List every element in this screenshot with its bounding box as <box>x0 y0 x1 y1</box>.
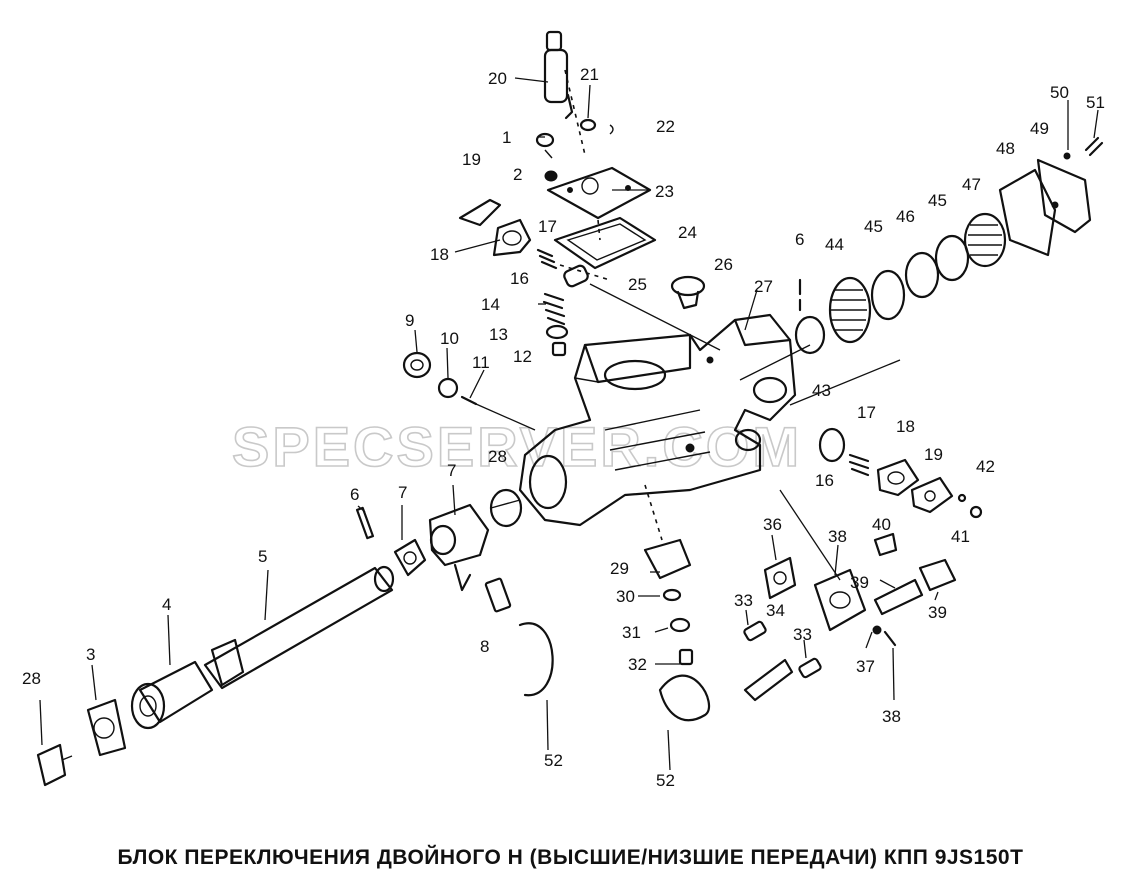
callout-26: 26 <box>714 255 733 274</box>
callout-38: 38 <box>882 707 901 726</box>
callout-33-b: 33 <box>793 625 812 644</box>
callout-3: 3 <box>86 645 95 664</box>
callout-36: 38 <box>828 527 847 546</box>
callout-6-right: 6 <box>795 230 804 249</box>
callout-9: 8 <box>480 637 489 656</box>
callout-16-right: 16 <box>815 471 834 490</box>
callout-37: 37 <box>856 657 875 676</box>
callout-52-right: 52 <box>656 771 675 790</box>
callout-46: 46 <box>896 207 915 226</box>
callout-24: 24 <box>678 223 697 242</box>
left-side-parts <box>355 351 536 613</box>
callout-16-top: 16 <box>510 269 529 288</box>
callout-28-left: 28 <box>22 669 41 688</box>
callout-13: 12 <box>513 347 532 366</box>
callout-31: 31 <box>622 623 641 642</box>
lower-right-parts <box>518 427 983 722</box>
callout-28-mid: 28 <box>488 447 507 466</box>
shaft-assembly <box>36 565 395 787</box>
callout-30: 30 <box>616 587 635 606</box>
callout-14: 13 <box>489 325 508 344</box>
watermark: SPECSERVER.COM <box>232 415 802 478</box>
callout-47: 47 <box>962 175 981 194</box>
callout-33-a: 33 <box>734 591 753 610</box>
callout-40: 40 <box>872 515 891 534</box>
callout-51: 51 <box>1086 93 1105 112</box>
callout-21: 21 <box>580 65 599 84</box>
callout-43: 43 <box>812 381 831 400</box>
shift-housing <box>518 313 797 527</box>
callout-27: 27 <box>754 277 773 296</box>
callout-48: 48 <box>996 139 1015 158</box>
callout-45-b: 45 <box>928 191 947 210</box>
callout-29: 29 <box>610 559 629 578</box>
callout-45-a: 45 <box>864 217 883 236</box>
callout-2: 2 <box>513 165 522 184</box>
callout-8: 7 <box>447 461 456 480</box>
callout-12: 11 <box>472 353 490 372</box>
top-cover-parts <box>543 30 721 351</box>
callout-18-top: 18 <box>430 245 449 264</box>
callout-25: 25 <box>628 275 647 294</box>
callout-leaders <box>39 77 1099 771</box>
callout-50: 50 <box>1050 83 1069 102</box>
callout-19-top: 19 <box>462 150 481 169</box>
callout-34: 34 <box>766 601 785 620</box>
callout-17-top: 17 <box>538 217 557 236</box>
callout-5: 5 <box>258 547 267 566</box>
callout-18-right: 18 <box>896 417 915 436</box>
callout-19-right: 19 <box>924 445 943 464</box>
callout-52-left: 52 <box>544 751 563 770</box>
callout-44: 44 <box>825 235 844 254</box>
callout-39-a: 39 <box>850 573 869 592</box>
callout-39-b: 39 <box>928 603 947 622</box>
callout-35: 36 <box>763 515 782 534</box>
callout-numbers: 20 21 22 1 19 2 23 17 24 18 25 26 16 27 … <box>22 65 1105 790</box>
right-side-stack <box>789 136 1104 406</box>
callout-7: 7 <box>398 483 407 502</box>
callout-15: 14 <box>481 295 500 314</box>
upper-left-parts <box>458 132 611 357</box>
callout-23: 23 <box>655 182 674 201</box>
callout-4: 4 <box>162 595 171 614</box>
callout-32: 32 <box>628 655 647 674</box>
diagram-caption: БЛОК ПЕРЕКЛЮЧЕНИЯ ДВОЙНОГО H (ВЫСШИЕ/НИЗ… <box>117 846 1024 869</box>
callout-11: 10 <box>440 329 459 348</box>
callout-49: 49 <box>1030 119 1049 138</box>
callout-41: 41 <box>951 527 970 546</box>
callout-42: 42 <box>976 457 995 476</box>
callout-6-left: 6 <box>350 485 359 504</box>
callout-22: 22 <box>656 117 675 136</box>
callout-1: 1 <box>502 128 511 147</box>
callout-10: 9 <box>405 311 414 330</box>
callout-20: 20 <box>488 69 507 88</box>
callout-17-right: 17 <box>857 403 876 422</box>
